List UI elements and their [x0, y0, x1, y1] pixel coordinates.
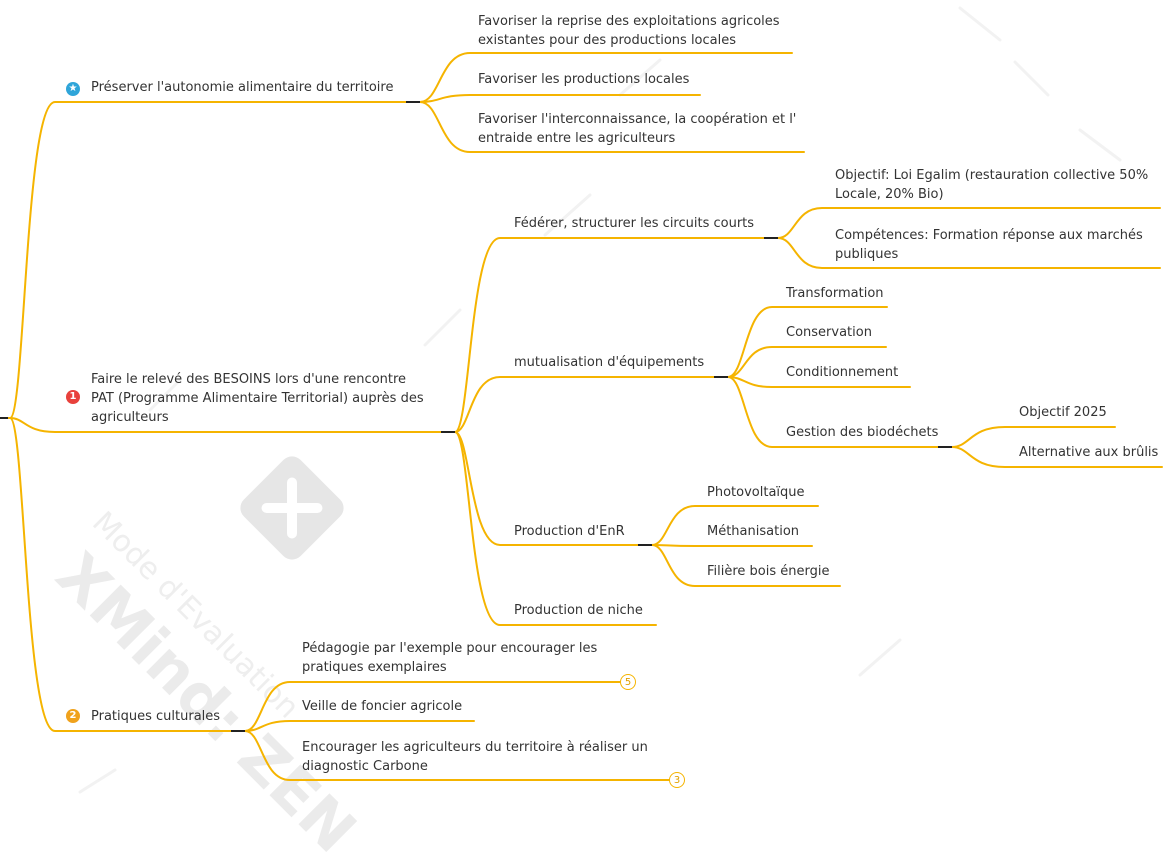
topic-line: diagnostic Carbone	[302, 759, 428, 774]
topic-line: entraide entre les agriculteurs	[478, 131, 676, 146]
priority-2-icon: 2	[66, 709, 80, 723]
topic-filiere-bois[interactable]: Filière bois énergie	[707, 564, 830, 579]
topic-line: Compétences: Formation réponse aux march…	[835, 228, 1143, 243]
topic-conservation[interactable]: Conservation	[786, 325, 872, 340]
priority-1-icon: 1	[66, 390, 80, 404]
mind-map-canvas: XMind: ZEN Mode d'Evaluation	[0, 6, 1163, 867]
collapsed-count-badge[interactable]: 3	[669, 772, 685, 788]
topic-methanisation[interactable]: Méthanisation	[707, 524, 800, 539]
topic-mutualisation[interactable]: mutualisation d'équipements	[514, 355, 705, 370]
topic-diagnostic-carbone[interactable]: Encourager les agriculteurs du territoir…	[302, 738, 648, 776]
topic-line: Objectif: Loi Egalim (restauration colle…	[835, 168, 1149, 183]
topic-gestion-biodechets[interactable]: Gestion des biodéchets	[786, 425, 939, 440]
topic-line: PAT (Programme Alimentaire Territorial) …	[91, 391, 424, 406]
watermark	[78, 6, 1122, 794]
topic-pratiques-culturales[interactable]: Pratiques culturales	[91, 709, 221, 724]
topic-line: Pédagogie par l'exemple pour encourager …	[302, 641, 598, 656]
collapsed-count-badge[interactable]: 5	[620, 674, 636, 690]
topic-transformation[interactable]: Transformation	[786, 286, 884, 301]
topic-line: agriculteurs	[91, 410, 169, 425]
topic-objectif-2025[interactable]: Objectif 2025	[1019, 405, 1107, 420]
topic-federer[interactable]: Fédérer, structurer les circuits courts	[514, 216, 755, 231]
topic-production-enr[interactable]: Production d'EnR	[514, 524, 625, 539]
topic-veille-foncier[interactable]: Veille de foncier agricole	[302, 699, 463, 714]
topic-releve-besoins[interactable]: Faire le relevé des BESOINS lors d'une r…	[91, 370, 424, 427]
branch-connectors	[0, 52, 1163, 781]
topic-productions-locales[interactable]: Favoriser les productions locales	[478, 72, 690, 87]
topic-pedagogie[interactable]: Pédagogie par l'exemple pour encourager …	[302, 639, 597, 677]
topic-competences[interactable]: Compétences: Formation réponse aux march…	[835, 226, 1143, 264]
topic-interconnaissance[interactable]: Favoriser l'interconnaissance, la coopér…	[478, 110, 796, 148]
topic-line: Favoriser l'interconnaissance, la coopér…	[478, 112, 797, 127]
topic-line: existantes pour des productions locales	[478, 33, 737, 48]
topic-line: Locale, 20% Bio)	[835, 187, 944, 202]
topic-line: pratiques exemplaires	[302, 660, 447, 675]
topic-alternative-brulis[interactable]: Alternative aux brûlis	[1019, 445, 1159, 460]
topic-objectif-egalim[interactable]: Objectif: Loi Egalim (restauration colle…	[835, 166, 1148, 204]
topic-line: Favoriser la reprise des exploitations a…	[478, 14, 780, 29]
topic-preserver-autonomie[interactable]: Préserver l'autonomie alimentaire du ter…	[91, 80, 394, 95]
topic-line: publiques	[835, 247, 899, 262]
topic-conditionnement[interactable]: Conditionnement	[786, 365, 899, 380]
badge-star-icon: ★	[66, 82, 80, 96]
topic-line: Encourager les agriculteurs du territoir…	[302, 740, 648, 755]
topic-photovoltaique[interactable]: Photovoltaïque	[707, 485, 805, 500]
topic-production-niche[interactable]: Production de niche	[514, 603, 643, 618]
topic-reprise-exploitations[interactable]: Favoriser la reprise des exploitations a…	[478, 12, 780, 50]
watermark-logo-icon	[240, 456, 344, 560]
topic-line: Faire le relevé des BESOINS lors d'une r…	[91, 372, 407, 387]
